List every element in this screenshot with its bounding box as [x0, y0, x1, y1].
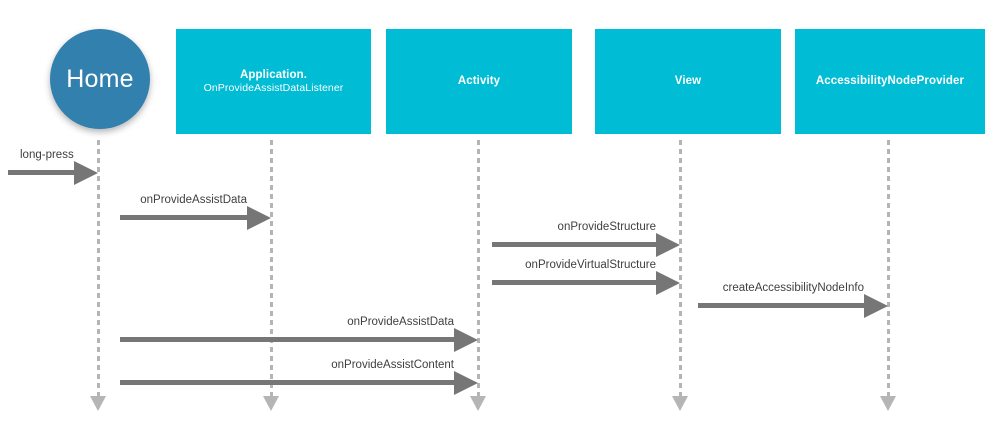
- message-line-on-provide-virtual-structure: [492, 280, 658, 285]
- message-line-on-provide-assist-data-2: [120, 337, 456, 342]
- message-line-on-provide-assist-content: [120, 380, 456, 385]
- actor-home-label: Home: [66, 64, 134, 93]
- view-terminator: [672, 396, 688, 411]
- message-label-create-accessibility-node-info: createAccessibilityNodeInfo: [722, 281, 864, 294]
- message-arrowhead-on-provide-structure: [656, 232, 680, 257]
- participant-box-activity[interactable]: Activity: [386, 29, 572, 134]
- message-arrowhead-on-provide-assist-data-2: [454, 327, 478, 352]
- message-label-on-provide-virtual-structure: onProvideVirtualStructure: [525, 258, 656, 271]
- participant-label-activity: Activity: [457, 75, 501, 88]
- participant-box-accessibility-node-provider[interactable]: AccessibilityNodeProvider: [795, 29, 985, 134]
- message-arrowhead-create-accessibility-node-info: [864, 293, 888, 318]
- participant-label-view: View: [674, 75, 702, 88]
- view-lifeline: [679, 140, 682, 396]
- message-label-long-press: long-press: [20, 148, 74, 161]
- accessibility-node-provider-lifeline: [887, 140, 890, 396]
- message-label-on-provide-assist-content: onProvideAssistContent: [331, 358, 454, 371]
- application-lifeline: [270, 140, 273, 396]
- participant-box-view[interactable]: View: [595, 29, 781, 134]
- activity-terminator: [470, 396, 486, 411]
- message-arrowhead-on-provide-assist-data-1: [247, 205, 271, 230]
- message-arrowhead-long-press: [74, 160, 98, 185]
- accessibility-node-provider-terminator: [880, 396, 896, 411]
- message-line-on-provide-assist-data-1: [120, 215, 249, 220]
- participant-label-accessibility-node-provider: AccessibilityNodeProvider: [815, 75, 965, 88]
- message-line-create-accessibility-node-info: [698, 303, 866, 308]
- home-lifeline: [97, 140, 100, 396]
- participant-label-application: Application.OnProvideAssistDataListener: [203, 68, 344, 95]
- home-terminator: [90, 396, 106, 411]
- actor-home: Home: [50, 29, 150, 129]
- application-terminator: [263, 396, 279, 411]
- message-line-long-press: [8, 170, 76, 175]
- participant-sublabel-application: OnProvideAssistDataListener: [203, 82, 344, 95]
- message-arrowhead-on-provide-virtual-structure: [656, 270, 680, 295]
- message-label-on-provide-assist-data-2: onProvideAssistData: [347, 315, 454, 328]
- message-label-on-provide-assist-data-1: onProvideAssistData: [140, 193, 247, 206]
- participant-box-application[interactable]: Application.OnProvideAssistDataListener: [176, 29, 371, 134]
- message-label-on-provide-structure: onProvideStructure: [557, 220, 656, 233]
- message-line-on-provide-structure: [492, 242, 658, 247]
- activity-lifeline: [477, 140, 480, 396]
- message-arrowhead-on-provide-assist-content: [454, 370, 478, 395]
